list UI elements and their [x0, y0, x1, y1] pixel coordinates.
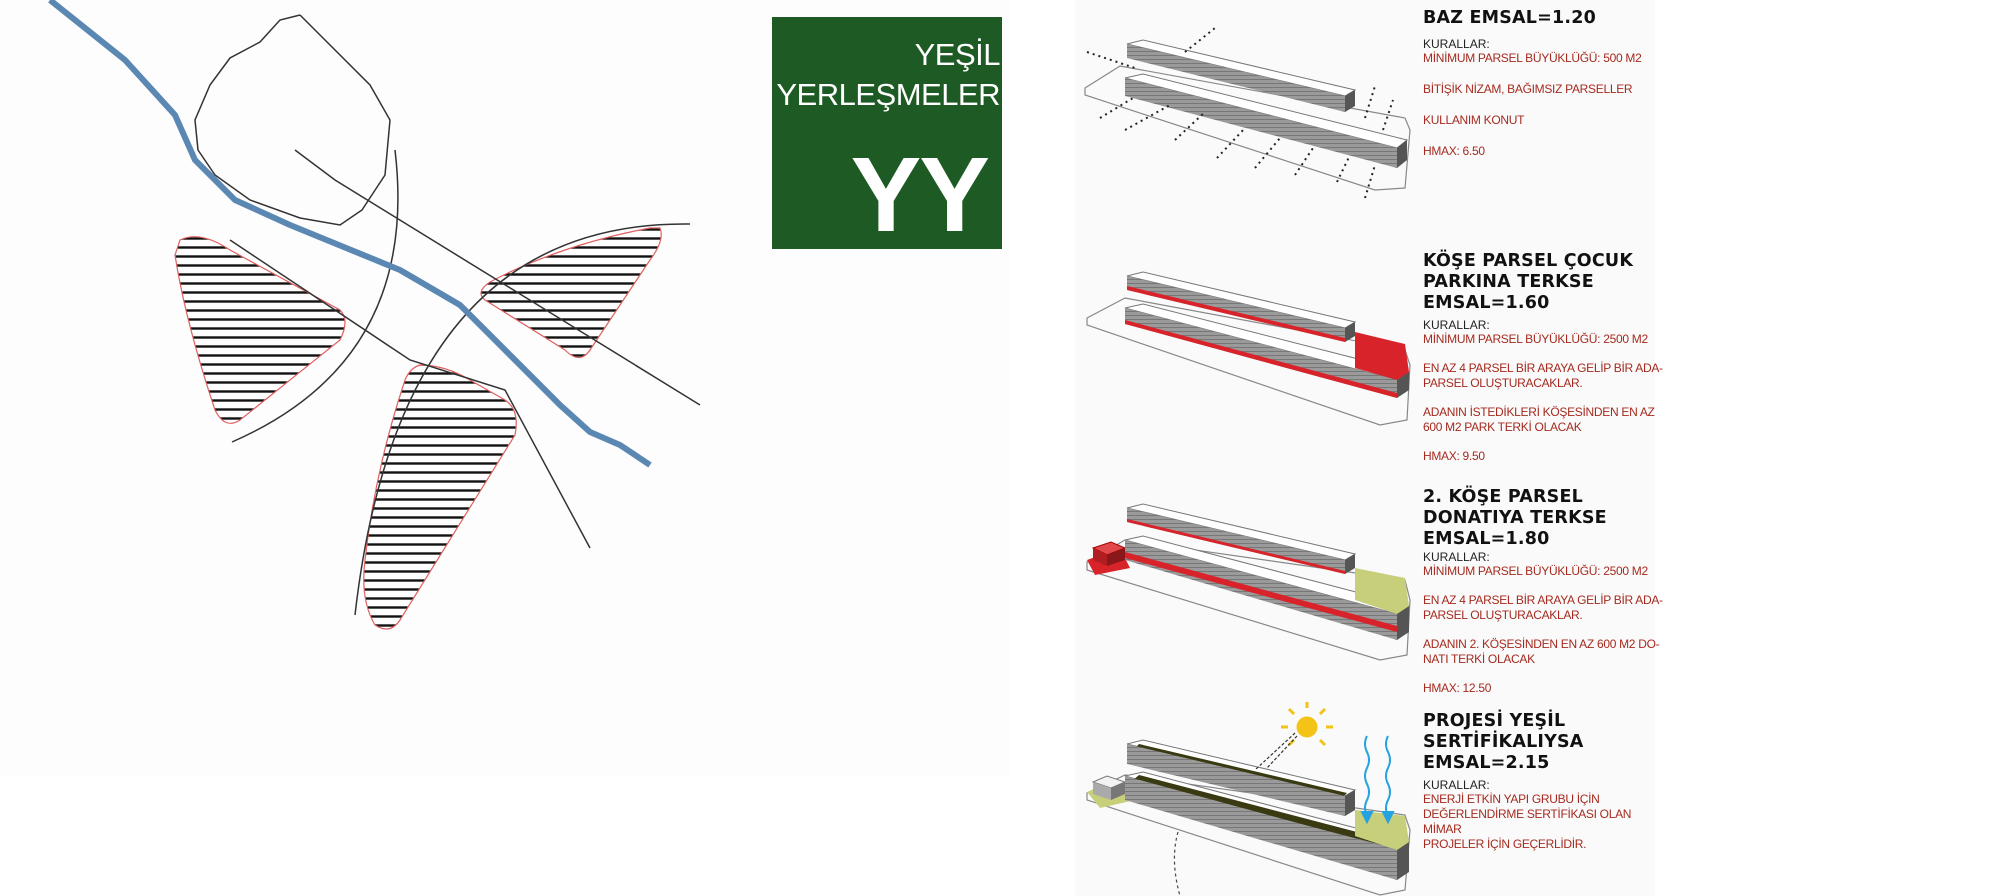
section-title-line: EMSAL=1.80	[1423, 529, 1550, 549]
rule-item: PARSEL OLUŞTURACAKLAR.	[1423, 608, 1583, 622]
rule-item: EN AZ 4 PARSEL BİR ARAYA GELİP BİR ADA-	[1423, 593, 1663, 607]
rules-label: KURALLAR:	[1423, 778, 1490, 792]
logo-title-line2: YERLEŞMELER	[776, 77, 1000, 112]
arc-road-east	[354, 223, 691, 616]
hatched-zone-west	[174, 236, 346, 424]
section-base: BAZ EMSAL=1.20 KURALLAR: MİNİMUM PARSEL …	[1423, 8, 1663, 159]
illustration-park-corner	[1086, 271, 1411, 426]
arc-road-west	[231, 149, 399, 443]
rule-item: PARSEL OLUŞTURACAKLAR.	[1423, 376, 1583, 390]
road-diagonal-s	[229, 239, 591, 549]
brand-logo: YEŞİL YERLEŞMELER YY	[772, 17, 1002, 249]
section-title-line: DONATIYA TERKSE	[1423, 508, 1607, 528]
section-title: BAZ EMSAL=1.20	[1423, 8, 1596, 28]
rule-item: MİNİMUM PARSEL BÜYÜKLÜĞÜ: 2500 M2	[1423, 332, 1648, 346]
illustration-green-certified	[1086, 702, 1411, 896]
rule-item: DEĞERLENDİRME SERTİFİKASI OLAN MİMAR	[1423, 807, 1632, 836]
section-park-corner: KÖŞE PARSEL ÇOCUK PARKINA TERKSE EMSAL=1…	[1423, 251, 1663, 464]
logo-monogram: YY	[850, 136, 990, 254]
rule-item: EN AZ 4 PARSEL BİR ARAYA GELİP BİR ADA-	[1423, 361, 1663, 375]
section-title-line: EMSAL=2.15	[1423, 753, 1550, 773]
rule-item: ADANIN İSTEDİKLERİ KÖŞESİNDEN EN AZ	[1423, 405, 1655, 419]
illustration-base	[1084, 27, 1411, 199]
parcel-illustrations	[1084, 27, 1411, 896]
section-facility-corner: 2. KÖŞE PARSEL DONATIYA TERKSE EMSAL=1.8…	[1423, 487, 1663, 696]
loop-road	[194, 14, 391, 226]
rule-item: MİNİMUM PARSEL BÜYÜKLÜĞÜ: 500 M2	[1423, 51, 1642, 65]
rule-item: 600 M2 PARK TERKİ OLACAK	[1423, 420, 1582, 434]
section-title-line: KÖŞE PARSEL ÇOCUK	[1423, 251, 1634, 271]
logo-title-line1: YEŞİL	[914, 37, 1001, 72]
rule-item: HMAX: 6.50	[1423, 144, 1485, 158]
hatched-zone-south	[363, 364, 517, 630]
hatched-zone-east	[480, 227, 662, 359]
section-title-line: PARKINA TERKSE	[1423, 272, 1594, 292]
rain-icon	[1360, 735, 1395, 825]
rules-label: KURALLAR:	[1423, 318, 1490, 332]
rule-item: MİNİMUM PARSEL BÜYÜKLÜĞÜ: 2500 M2	[1423, 564, 1648, 578]
section-title-line: PROJESİ YEŞİL	[1423, 711, 1566, 731]
rule-item: HMAX: 12.50	[1423, 681, 1492, 695]
rule-item: KULLANIM KONUT	[1423, 113, 1525, 127]
section-title-line: SERTİFİKALIYSA	[1423, 732, 1584, 752]
section-green-certified: PROJESİ YEŞİL SERTİFİKALIYSA EMSAL=2.15 …	[1423, 711, 1663, 852]
illustration-facility-corner	[1086, 503, 1411, 661]
rules-label: KURALLAR:	[1423, 37, 1490, 51]
rule-item: ENERJİ ETKİN YAPI GRUBU İÇİN	[1423, 792, 1600, 806]
river	[48, 0, 652, 468]
section-title-line: 2. KÖŞE PARSEL	[1423, 487, 1583, 507]
rule-item: PROJELER İÇİN GEÇERLİDİR.	[1423, 837, 1587, 851]
section-title-line: EMSAL=1.60	[1423, 293, 1550, 313]
site-plan-diagram	[48, 0, 701, 630]
rules-label: KURALLAR:	[1423, 550, 1490, 564]
rule-item: ADANIN 2. KÖŞESİNDEN EN AZ 600 M2 DO-	[1423, 637, 1660, 651]
rule-item: NATI TERKİ OLACAK	[1423, 652, 1535, 666]
sun-icon	[1281, 702, 1333, 747]
rule-item: BİTİŞİK NİZAM, BAĞIMSIZ PARSELLER	[1423, 82, 1633, 96]
road-diagonal-ne	[294, 149, 701, 406]
rule-item: HMAX: 9.50	[1423, 449, 1485, 463]
